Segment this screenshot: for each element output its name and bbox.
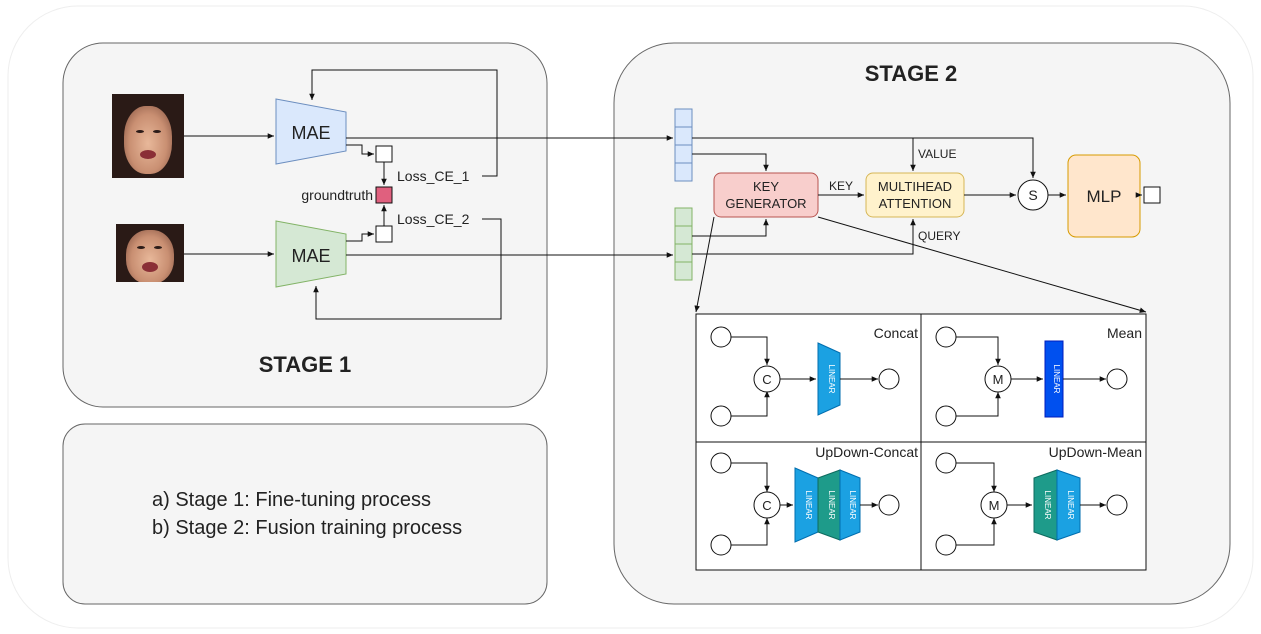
bottom-features-to-keygen [692,219,769,237]
query-arrow [692,219,916,255]
legend-line-a: a) Stage 1: Fine-tuning process [152,489,431,511]
key-generator-label-2: GENERATOR [725,196,806,211]
svg-text:LINEAR: LINEAR [1043,491,1052,520]
groundtruth-label: groundtruth [301,187,373,203]
face-image-bottom [116,224,184,282]
mae-bottom-label: MAE [291,246,330,266]
svg-text:LINEAR: LINEAR [1066,491,1075,520]
loss-ce-1-label: Loss_CE_1 [397,168,470,184]
multihead-label-1: MULTIHEAD [878,179,952,194]
mae-bottom-block [275,220,347,288]
s-node-label: S [1028,187,1037,203]
value-label: VALUE [918,147,956,161]
svg-text:LINEAR: LINEAR [848,491,857,520]
svg-text:C: C [762,372,771,387]
key-arrow-label: KEY [829,179,853,193]
mae-top-label: MAE [291,123,330,143]
loss2-feedback-loop [313,218,502,320]
concat-variant: C LINEAR [710,326,900,427]
output-square-bottom [375,225,393,243]
stage1-title: STAGE 1 [259,352,352,377]
mean-title: Mean [1107,325,1142,341]
feature-stack-bottom [674,207,693,281]
output-square-top [375,145,393,163]
feature-stack-top [674,108,693,182]
final-output-square [1143,186,1161,204]
value-arrow [692,137,1036,178]
concat-title: Concat [874,325,918,341]
stage2-title: STAGE 2 [865,61,958,86]
query-label: QUERY [918,229,960,243]
svg-text:LINEAR: LINEAR [827,365,836,394]
updown-concat-variant: C LINEAR LINEAR LINEAR [710,452,900,556]
expand-arrow-left [694,216,715,313]
multihead-label-2: ATTENTION [879,196,952,211]
updown-concat-title: UpDown-Concat [815,444,918,460]
loss1-feedback-loop [309,69,498,177]
mae-bottom-to-square [346,231,374,242]
updown-mean-variant: M LINEAR LINEAR [935,452,1128,556]
svg-text:C: C [762,498,771,513]
mlp-label: MLP [1087,187,1122,206]
loss-ce-2-label: Loss_CE_2 [397,211,470,227]
mean-variant: M LINEAR [935,326,1128,427]
svg-text:LINEAR: LINEAR [827,491,836,520]
svg-text:M: M [989,498,1000,513]
key-generator-label-1: KEY [753,179,779,194]
groundtruth-square [375,186,393,204]
legend-line-b: b) Stage 2: Fusion training process [152,517,462,539]
expand-arrow-right [817,216,1147,313]
svg-text:LINEAR: LINEAR [804,491,813,520]
legend-panel [62,423,548,605]
mae-top-block [275,98,347,165]
stage1-panel [62,42,548,408]
top-features-to-keygen [692,153,769,171]
svg-text:LINEAR: LINEAR [1052,365,1061,394]
face-image-top [112,94,184,178]
mae-top-to-square [346,144,374,157]
updown-mean-title: UpDown-Mean [1049,444,1142,460]
svg-text:M: M [993,372,1004,387]
